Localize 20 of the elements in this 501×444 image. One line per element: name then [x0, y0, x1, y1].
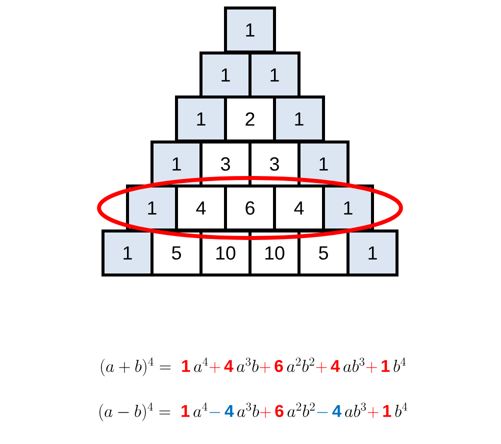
formula: $(a+b)^4 = \;{\color[HTML]{FF0000}\mathbf{1}}\,a^4 {\color[HTML]{FF0000}\mathbf{+}\,\mathbf{4}}\,a^3b {\color[HTML]{FF0000}\mathbf{+}\,\mathbf{6}}\,a^2b^2 {\color[HTML]{FF0000}\mathbf{+}\,\mathbf{4}}\,ab^3 {\color[HTML]{FF0000}\mathbf{+}\,\mathbf{1}}\,b^4$ — [100, 357, 406, 376]
edge-cell: 1 — [126, 184, 178, 232]
number-cell: 2 — [224, 96, 276, 142]
number-cell: 5 — [298, 230, 350, 276]
edge-cell: 1 — [298, 140, 350, 188]
number-cell: 4 — [273, 184, 325, 232]
number-cell: 10 — [200, 230, 252, 276]
number-cell: 10 — [248, 230, 300, 276]
edge-cell: 1 — [322, 184, 374, 232]
edge-cell: 1 — [346, 230, 398, 276]
edge-cell: 1 — [273, 96, 325, 142]
edge-cell: 1 — [224, 6, 276, 54]
formula: $(a-b)^4 = \;{\color[HTML]{FF0000}\mathbf{1}}\,a^4 {\color[HTML]{0070C0}\mathbf{-}\,\mathbf{4}}\,a^3b {\color[HTML]{FF0000}\mathbf{+}\,\mathbf{6}}\,a^2b^2 {\color[HTML]{0070C0}\mathbf{-}\,\mathbf{4}}\,ab^3 {\color[HTML]{FF0000}\mathbf{+}\,\mathbf{1}}\,b^4$ — [99, 402, 408, 422]
number-cell: 4 — [175, 184, 227, 232]
edge-cell: 1 — [200, 52, 252, 98]
edge-cell: 1 — [102, 230, 154, 276]
number-cell: 5 — [150, 230, 202, 276]
edge-cell: 1 — [175, 96, 227, 142]
edge-cell: 1 — [248, 52, 300, 98]
number-cell: 6 — [224, 184, 276, 232]
